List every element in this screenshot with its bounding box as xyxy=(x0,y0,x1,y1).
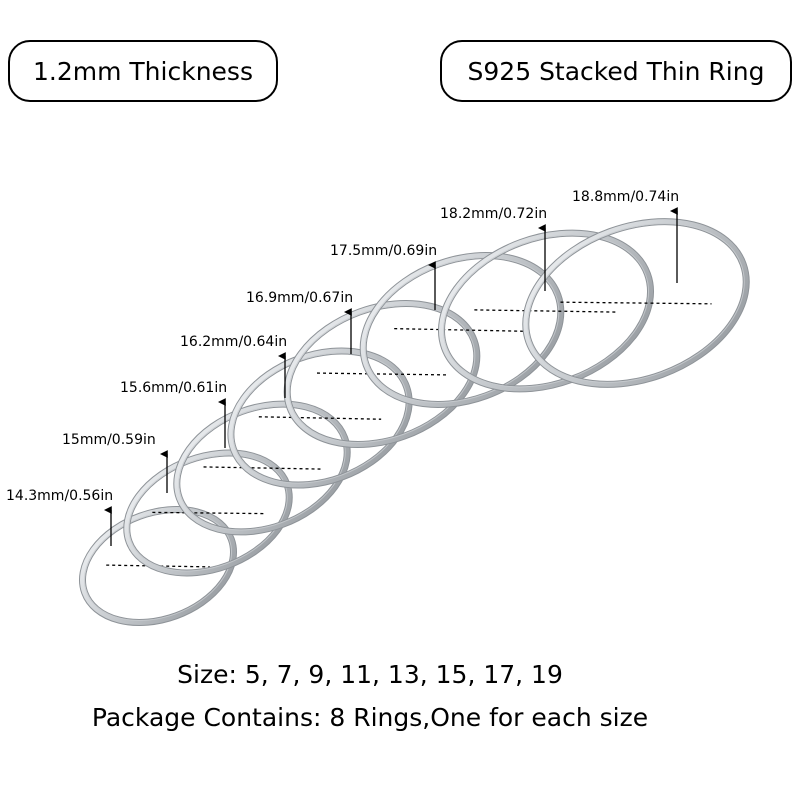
thickness-label: 1.2mm Thickness xyxy=(33,56,253,86)
product-title: S925 Stacked Thin Ring xyxy=(467,56,765,86)
ring-size-9 xyxy=(173,400,351,536)
ring-size-15 xyxy=(359,252,565,408)
diameter-line-size-13 xyxy=(316,372,448,376)
size-label-15: 17.5mm/0.69in xyxy=(330,243,437,259)
diameter-line-size-15 xyxy=(394,327,530,333)
ring-size-13 xyxy=(283,300,481,448)
size-label-5: 14.3mm/0.56in xyxy=(6,488,113,504)
ring-size-19 xyxy=(522,218,750,388)
ring-size-11 xyxy=(227,347,413,489)
diameter-line-size-7 xyxy=(152,511,264,515)
ring-size-5 xyxy=(78,506,238,626)
diameter-line-size-19 xyxy=(560,301,712,305)
diameter-line-size-9 xyxy=(203,466,321,470)
size-label-17: 18.2mm/0.72in xyxy=(440,206,547,222)
sizes-line: Size: 5, 7, 9, 11, 13, 15, 17, 19 xyxy=(177,660,563,689)
package-line: Package Contains: 8 Rings,One for each s… xyxy=(91,703,649,732)
size-label-7: 15mm/0.59in xyxy=(62,432,156,448)
diameter-line-size-11 xyxy=(258,416,382,420)
size-label-13: 16.9mm/0.67in xyxy=(246,290,353,306)
size-label-9: 15.6mm/0.61in xyxy=(120,380,227,396)
thickness-badge: 1.2mm Thickness xyxy=(8,40,278,102)
size-label-11: 16.2mm/0.64in xyxy=(180,334,287,350)
diameter-line-size-5 xyxy=(106,564,210,568)
size-label-19: 18.8mm/0.74in xyxy=(572,189,679,205)
product-title-badge: S925 Stacked Thin Ring xyxy=(440,40,792,102)
ring-size-figure: 14.3mm/0.56in 15mm/0.59in 15.6mm/0.61in 16.… xyxy=(6,189,750,626)
